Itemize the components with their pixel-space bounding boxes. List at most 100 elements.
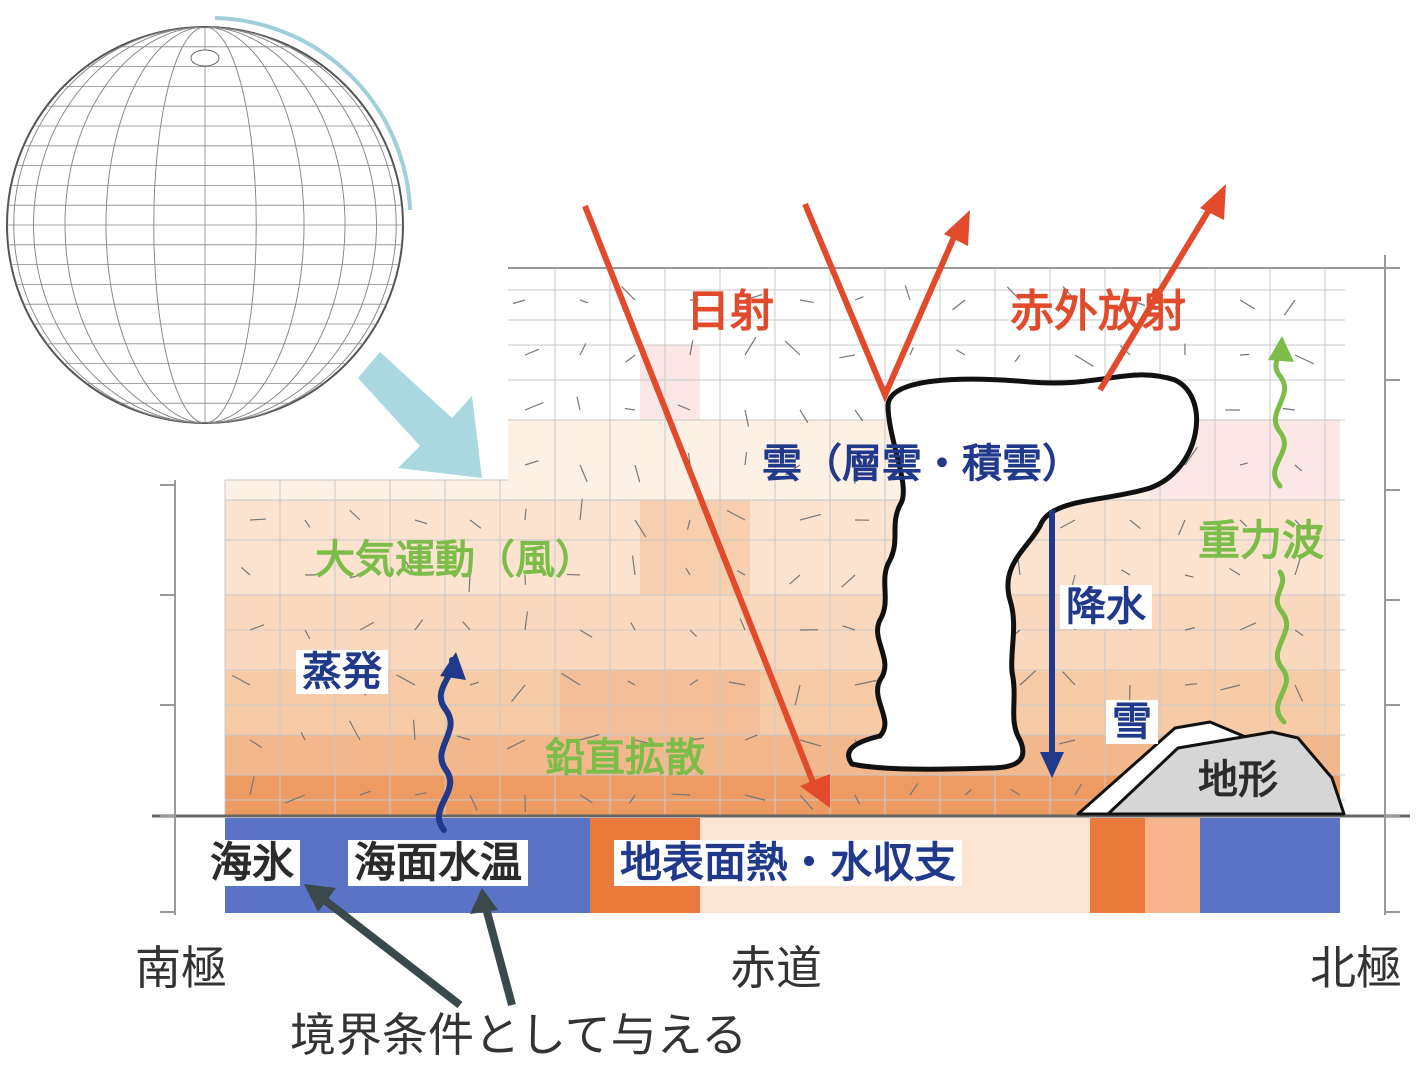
wind-vector [784, 340, 801, 356]
wind-vector [1129, 519, 1141, 530]
gravity-wave-arrowhead [1268, 336, 1294, 362]
wind-vector [249, 624, 265, 631]
wind-vector [512, 299, 526, 305]
wind-vector [841, 574, 856, 588]
globe-longitude-line [33, 27, 377, 423]
axis-label-north-pole: 北極 [1310, 941, 1402, 995]
atmospheric-motion-label: 大気運動（風） [315, 537, 595, 583]
wind-vector [631, 555, 636, 576]
wind-vector [414, 619, 424, 631]
globe-longitude-line [13, 27, 397, 423]
wind-vector [561, 672, 581, 686]
wind-vector [1220, 684, 1241, 691]
wind-vector [744, 451, 748, 466]
wind-vector [403, 559, 416, 576]
wind-vector [469, 681, 479, 686]
wind-vector [469, 519, 482, 529]
wind-vector [579, 464, 588, 483]
wind-vector [854, 794, 861, 805]
wind-vector [1177, 519, 1186, 536]
atmosphere-layer [225, 595, 1340, 670]
terrain-label: 地形 [1198, 757, 1278, 803]
wind-vector [1174, 299, 1186, 309]
wind-vector [794, 684, 801, 706]
globe-icon [6, 16, 412, 424]
wind-vector [728, 681, 746, 686]
wind-vector [412, 719, 416, 741]
wind-vector [736, 570, 746, 576]
solar-ray-arrowhead [800, 774, 830, 808]
wind-vector [785, 464, 801, 476]
wind-vector [1294, 354, 1315, 365]
wind-vector [468, 574, 471, 593]
wind-vector [839, 354, 856, 359]
wind-vector [1229, 568, 1241, 576]
evaporation-wave [435, 657, 456, 833]
wind-vector [842, 625, 856, 631]
sea-surface-temperature-label: 海面水温 [348, 840, 529, 886]
wind-vector [634, 739, 655, 746]
wind-vector [241, 566, 251, 576]
wind-vector [579, 343, 587, 356]
wind-vector [414, 792, 427, 796]
boundary-condition-label: 境界条件として与える [290, 1008, 748, 1062]
gravity-wave-upper [1272, 345, 1288, 489]
wind-vector [854, 409, 864, 422]
wind-vector [524, 348, 540, 356]
atmosphere-layer [225, 500, 1340, 595]
globe-longitude-line [153, 27, 257, 423]
wind-vector [689, 679, 699, 686]
wind-vector [1294, 554, 1302, 576]
wind-vector [1294, 684, 1304, 702]
sea-ice-label: 海氷 [204, 840, 301, 886]
cloud-label: 雲（層雲・積雲） [762, 441, 1082, 487]
wind-vector [630, 622, 636, 631]
wind-vector [1184, 446, 1198, 466]
wind-vector [524, 402, 544, 411]
wind-vector [854, 679, 877, 686]
wind-vector [1058, 739, 1076, 745]
wind-vector [952, 299, 966, 311]
wind-vector [799, 739, 822, 747]
wind-vector [1294, 629, 1304, 637]
wind-vector [744, 734, 758, 741]
surface-heat-water-budget-label: 地表面熱・水収支 [614, 840, 963, 886]
wind-vector [689, 737, 704, 741]
wind-vector [506, 739, 526, 750]
wind-vector [1283, 299, 1296, 316]
wind-vector [627, 680, 636, 686]
wind-vector [686, 519, 691, 530]
wind-vector [231, 674, 251, 686]
wind-vector [689, 629, 697, 637]
wind-vector [1062, 671, 1076, 686]
wind-vector [1184, 683, 1198, 686]
zoom-pointer-arrow [358, 352, 482, 478]
wind-vector [579, 498, 583, 521]
wind-vector [349, 720, 361, 741]
wind-vector [524, 460, 539, 466]
wind-vector [304, 519, 311, 528]
wind-vector [524, 508, 527, 521]
warm-band-north [1090, 818, 1145, 913]
wind-vector [1239, 519, 1248, 527]
wind-vector [249, 518, 266, 521]
wind-vector [1184, 627, 1196, 631]
boundary-arrow-sea-ice [319, 894, 463, 1009]
wind-vector [955, 349, 966, 356]
atmosphere-panel [152, 255, 1410, 915]
wind-vector [689, 340, 694, 356]
wind-vector [249, 739, 262, 748]
wind-vector [1239, 622, 1257, 631]
wind-vector [1294, 464, 1303, 472]
globe-rim [214, 16, 412, 211]
wind-vector [1060, 519, 1076, 529]
evaporation-arrowhead [440, 652, 466, 680]
boundary-arrow-sst [482, 906, 516, 1007]
wind-vector [685, 567, 691, 576]
wind-vector [799, 794, 814, 811]
wind-vector [579, 733, 600, 741]
atmosphere-cell-pink [640, 345, 700, 420]
atmosphere-cell-warm [560, 670, 760, 735]
wind-vector [854, 296, 864, 301]
wind-vector [396, 674, 416, 686]
